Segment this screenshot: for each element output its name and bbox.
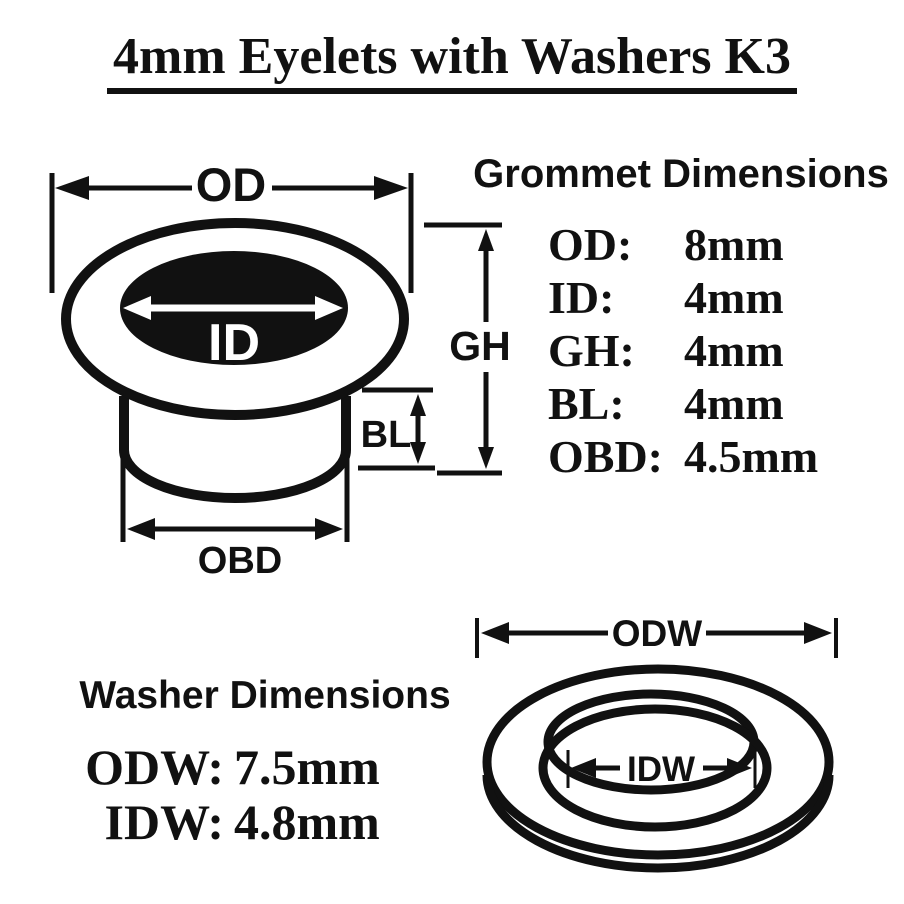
dim-label-obd: OBD:: [548, 431, 663, 482]
washer-thickness-arc: [482, 774, 834, 873]
bl-label: BL: [361, 414, 412, 456]
id-arrowhead-left: [123, 296, 151, 320]
page-title: 4mm Eyelets with Washers K3: [107, 29, 797, 94]
dim-label-odw: ODW:: [85, 739, 224, 795]
idw-arrowhead-left: [571, 758, 596, 778]
dim-label-bl: BL:: [548, 378, 625, 429]
obd-arrowhead-right: [315, 518, 343, 540]
dim-value-idw: 4.8mm: [234, 794, 380, 850]
washer-dimensions-table: ODW: 7.5mm IDW: 4.8mm: [60, 740, 380, 850]
id-label: ID: [208, 314, 260, 372]
grommet-barrel: [119, 396, 351, 503]
washer-dimensions-heading: Washer Dimensions: [79, 674, 451, 717]
page-title-row: 4mm Eyelets with Washers K3: [0, 29, 904, 94]
obd-dimension: OBD: [120, 458, 350, 582]
id-dimension: ID: [123, 296, 343, 372]
gh-arrowhead-down: [478, 447, 494, 469]
bl-arrowhead-up: [410, 394, 426, 416]
odw-arrowhead-left: [481, 622, 509, 644]
gh-arrowhead-up: [478, 229, 494, 251]
grommet-diagram: OD ID BL: [49, 158, 511, 582]
bl-dimension: BL: [358, 387, 435, 471]
dim-label-idw: IDW:: [104, 794, 224, 850]
idw-arrowhead-right: [727, 758, 752, 778]
od-arrowhead-right: [374, 176, 408, 200]
dim-value-od: 8mm: [684, 219, 784, 270]
dim-value-obd: 4.5mm: [684, 431, 819, 482]
dim-label-gh: GH:: [548, 325, 635, 376]
washer-hole-bottom-edge: [538, 704, 772, 832]
idw-label: IDW: [627, 750, 695, 789]
dim-value-bl: 4mm: [684, 378, 784, 429]
od-arrowhead-left: [55, 176, 89, 200]
od-label: OD: [196, 158, 267, 211]
bl-arrowhead-down: [410, 442, 426, 464]
dim-value-odw: 7.5mm: [234, 739, 380, 795]
odw-dimension: ODW: [475, 613, 838, 658]
gh-label: GH: [449, 323, 511, 369]
grommet-dimensions-table: OD: 8mm ID: 4mm GH: 4mm BL: 4mm OBD: 4.5…: [548, 218, 818, 483]
odw-arrowhead-right: [804, 622, 832, 644]
dim-value-gh: 4mm: [684, 325, 784, 376]
obd-label: OBD: [198, 540, 282, 582]
od-dimension: OD: [49, 158, 414, 293]
gh-dimension: GH: [424, 222, 511, 476]
dim-label-id: ID:: [548, 272, 615, 323]
id-arrowhead-right: [315, 296, 343, 320]
dim-label-od: OD:: [548, 219, 633, 270]
grommet-dimensions-heading: Grommet Dimensions: [473, 152, 889, 196]
dim-value-id: 4mm: [684, 272, 784, 323]
odw-label: ODW: [612, 613, 703, 654]
washer-diagram: ODW IDW: [475, 613, 838, 873]
idw-dimension: IDW: [566, 750, 757, 789]
obd-arrowhead-left: [127, 518, 155, 540]
